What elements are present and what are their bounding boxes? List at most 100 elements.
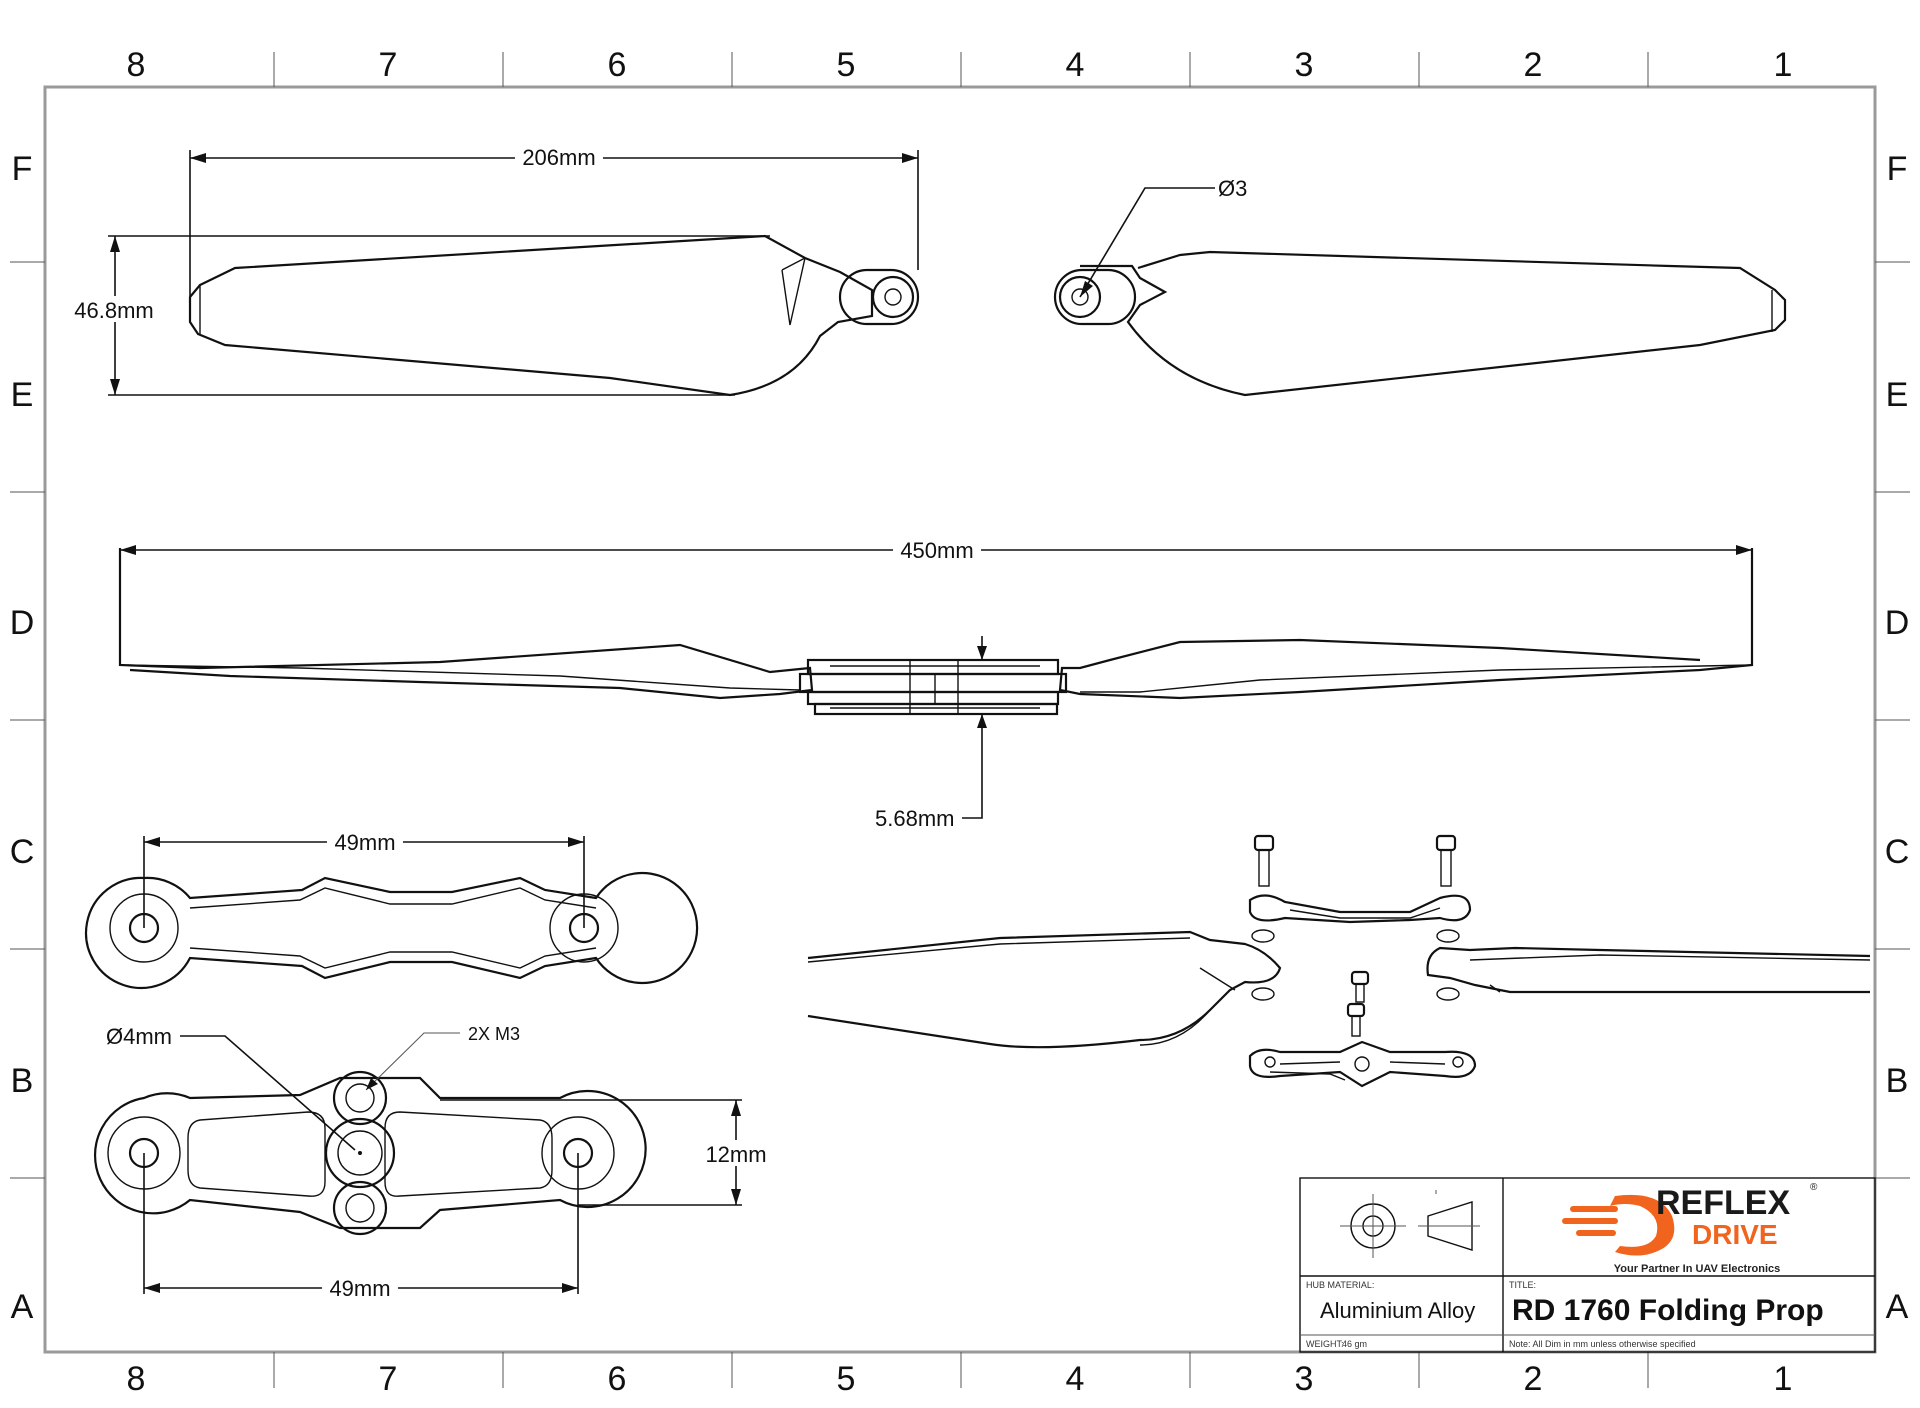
zone-col-2: 2 <box>1524 46 1543 84</box>
dim-206-arrow-l <box>190 153 206 163</box>
iso-top-plate <box>1248 894 1472 924</box>
iso-left-blade-edge <box>807 937 1236 1046</box>
iso-screw-4-shank <box>1351 1015 1361 1037</box>
left-blade-root-facet <box>781 257 806 326</box>
dim-o4-leader <box>180 1035 356 1151</box>
drawing-title: RD 1760 Folding Prop <box>1512 1294 1824 1327</box>
weight-caption: WEIGHT: <box>1306 1339 1344 1349</box>
hub-plate-inner <box>189 887 597 969</box>
brand-sub: DRIVE <box>1692 1219 1778 1250</box>
hub-side-lower <box>806 690 1060 706</box>
iso-screw-3-shank <box>1355 983 1365 1003</box>
dim-5-68-arrow-t <box>977 646 987 660</box>
dim-49-bottom-line <box>143 1153 579 1294</box>
left-blade-pivot-outer <box>871 275 915 319</box>
hub-side-details <box>830 660 1040 714</box>
dim-46-8-label-bg <box>66 296 162 322</box>
zone-col-7: 7 <box>379 46 398 84</box>
zone-col-6: 6 <box>608 46 627 84</box>
iso-bottom-hub-hole-c <box>1354 1056 1370 1072</box>
hub-detail-left-slot <box>187 1111 326 1197</box>
dim-46-8-label: 46.8mm <box>74 298 153 323</box>
zone-labels-bottom: 8 7 6 5 4 3 2 1 <box>127 1360 1793 1398</box>
iso-washer-2 <box>1436 929 1460 943</box>
dim-46-8-line <box>108 235 770 396</box>
hub-detail-view: Ø4mm 2X M3 12mm 49mm <box>93 1024 772 1301</box>
zone-col-3: 3 <box>1295 46 1314 84</box>
brand-logo: REFLEX ® DRIVE Your Partner In UAV Elect… <box>1562 1182 1818 1275</box>
zone-col-6-bottom: 6 <box>608 1360 627 1398</box>
hub-detail-center-outer <box>324 1117 396 1189</box>
dim-46-8-arrow-t <box>110 236 120 252</box>
dim-o3-leader <box>1079 187 1215 298</box>
iso-washer-4 <box>1436 987 1460 1001</box>
right-blade-pivot-outer <box>1058 275 1102 319</box>
right-blade-outline <box>1080 250 1787 397</box>
zone-col-7-bottom: 7 <box>379 1360 398 1398</box>
iso-screw-1-shank <box>1258 849 1270 887</box>
units-note: Note: All Dim in mm unless otherwise spe… <box>1509 1339 1696 1349</box>
hub-detail-screw-top-inner <box>345 1083 375 1113</box>
iso-bottom-hub-inner <box>1269 1061 1446 1081</box>
zone-col-1-bottom: 1 <box>1774 1360 1793 1398</box>
iso-right-blade <box>1426 946 1871 994</box>
dim-206-line <box>189 150 919 296</box>
dim-49-bottom-arrow-l <box>144 1283 160 1293</box>
right-blade-pivot-hole <box>1071 288 1089 306</box>
brand-registered-mark: ® <box>1810 1182 1818 1193</box>
zone-row-c: C <box>10 833 35 871</box>
zone-col-8-bottom: 8 <box>127 1360 146 1398</box>
hub-plate-view: 49mm <box>84 828 699 990</box>
dim-450-label-bg <box>893 536 981 562</box>
hub-detail-outline <box>93 1076 647 1230</box>
hub-detail-right-slot <box>384 1111 553 1197</box>
dim-o3-arrow <box>1080 281 1093 297</box>
right-blade-side <box>1058 548 1754 700</box>
dim-49-top-arrow-r <box>568 837 584 847</box>
zone-row-d-right: D <box>1885 604 1910 642</box>
dim-12-arrow-t <box>731 1100 741 1116</box>
zone-col-8: 8 <box>127 46 146 84</box>
zone-row-b: B <box>11 1062 34 1100</box>
brand-name: REFLEX <box>1656 1184 1790 1222</box>
hub-plate-outline <box>84 871 699 990</box>
dim-206-label-bg <box>515 143 603 169</box>
dim-m3-leader <box>365 1032 460 1091</box>
left-blade-pivot-hole <box>884 288 902 306</box>
hub-detail-center-dot <box>358 1151 362 1155</box>
iso-bottom-hub-hole-r <box>1452 1056 1464 1068</box>
dim-49-top-arrow-l <box>144 837 160 847</box>
dim-o3-label: Ø3 <box>1218 176 1247 201</box>
iso-washer-3 <box>1251 987 1275 1001</box>
projection-symbol-icon <box>1340 1190 1480 1258</box>
left-blade-pivot-lug <box>838 268 920 326</box>
dim-450-arrow-r <box>1736 545 1752 555</box>
dim-46-8-arrow-b <box>110 379 120 395</box>
iso-left-blade <box>807 930 1282 1049</box>
iso-screw-2-head <box>1435 834 1457 852</box>
brand-logo-icon <box>1610 1194 1675 1256</box>
hub-side-bottom-plate <box>813 702 1059 716</box>
left-blade-view: 206mm 46.8mm <box>66 143 920 397</box>
zone-row-a-right: A <box>1886 1288 1909 1326</box>
zone-labels-right: F E D C B A <box>1885 150 1910 1326</box>
dim-206-label: 206mm <box>522 145 595 170</box>
hub-detail-center-inner <box>337 1130 383 1176</box>
drawing-frame <box>43 85 1877 1354</box>
hub-detail-screw-top-outer <box>332 1070 388 1126</box>
iso-top-plate-inner <box>1289 907 1441 919</box>
iso-screw-3-head <box>1350 970 1370 986</box>
zone-ticks <box>10 52 1910 1388</box>
dim-5-68-label: 5.68mm <box>875 806 954 831</box>
iso-washer-1 <box>1251 929 1275 943</box>
dim-49-bottom-arrow-r <box>562 1283 578 1293</box>
full-prop-side-view: 450mm 5.68mm <box>118 536 1754 831</box>
title-caption: TITLE: <box>1509 1280 1536 1290</box>
title-block-frame <box>1299 1177 1876 1353</box>
iso-screw-4-head <box>1346 1002 1366 1018</box>
dim-12-label: 12mm <box>705 1142 766 1167</box>
right-blade-view: Ø3 <box>1053 176 1787 397</box>
hub-detail-screw-bottom-inner <box>345 1193 375 1223</box>
brand-tagline: Your Partner In UAV Electronics <box>1614 1263 1780 1275</box>
left-blade-side-inner <box>119 664 801 691</box>
